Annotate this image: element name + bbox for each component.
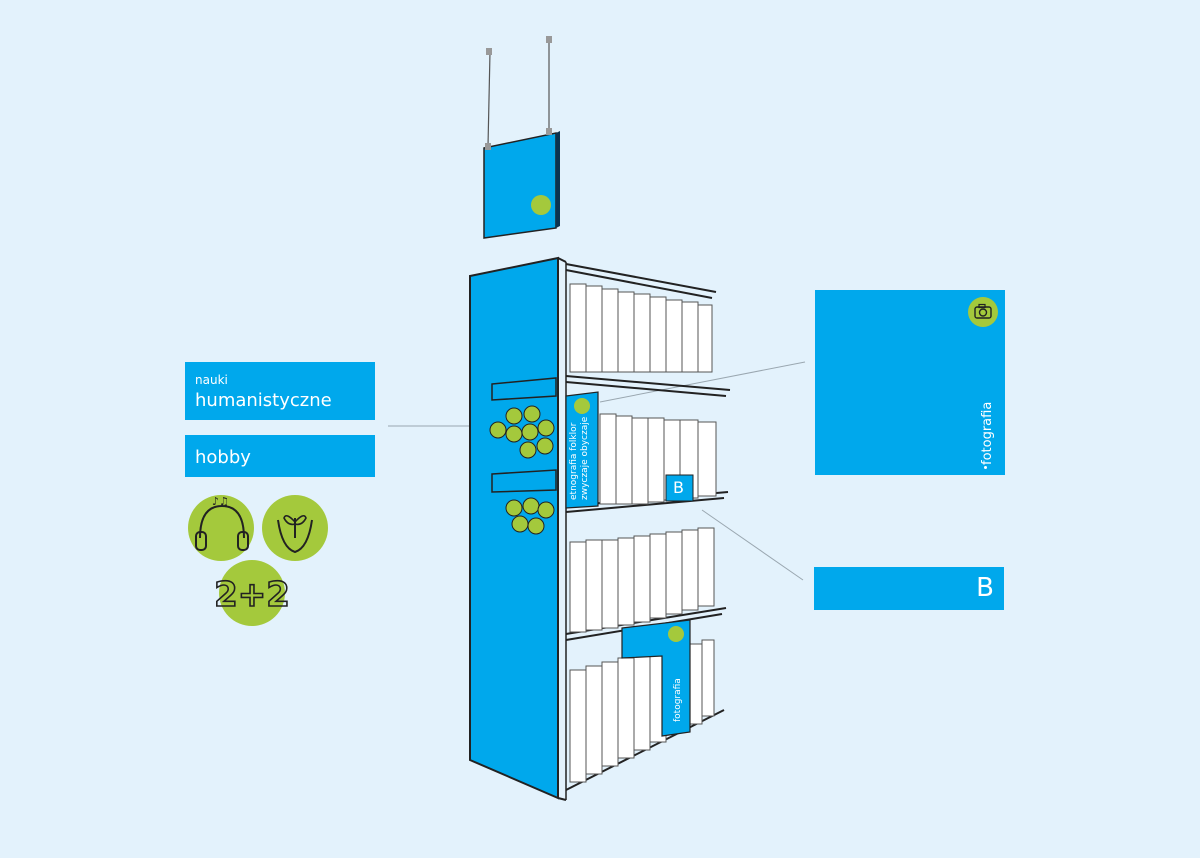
green-dot-cluster-upper (489, 405, 555, 459)
hands-plant-icon (262, 495, 328, 561)
green-dot-cluster-lower (505, 497, 555, 535)
math-icon-text: 2+2 (214, 575, 290, 615)
hobby-text: hobby (195, 447, 251, 468)
shelf-category-sign (565, 391, 599, 509)
category-label-box: nauki humanistyczne (185, 362, 375, 420)
hobby-label-box: hobby (185, 435, 375, 477)
camera-icon (968, 297, 998, 327)
shelf-letter-tag (665, 474, 694, 502)
insert-fotografia-label: fotografia (673, 678, 683, 722)
shelf-letter-text: B (673, 478, 684, 497)
letter-b-panel: B (814, 567, 1004, 610)
svg-text:♪♫: ♪♫ (212, 495, 229, 508)
hanging-sign (483, 36, 560, 239)
fotografia-panel: fotografia (815, 290, 1005, 475)
category-small-text: nauki (195, 373, 228, 387)
math-2plus2-icon: 2+2 (213, 560, 291, 626)
panel-dot (984, 466, 987, 469)
books-row-4 (569, 639, 715, 783)
shelf-sign-line2: zwyczaje obyczaje (580, 416, 590, 500)
books-row-3 (569, 527, 715, 633)
shelf-sign-line1: etnografia folklor (569, 422, 579, 500)
books-row-1 (569, 283, 713, 373)
headphones-music-icon: ♪♫ (188, 495, 254, 561)
fotografia-insert (621, 619, 691, 737)
books-row-2 (599, 413, 717, 505)
category-main-text: humanistyczne (195, 390, 332, 411)
letter-b-text: B (976, 573, 994, 603)
